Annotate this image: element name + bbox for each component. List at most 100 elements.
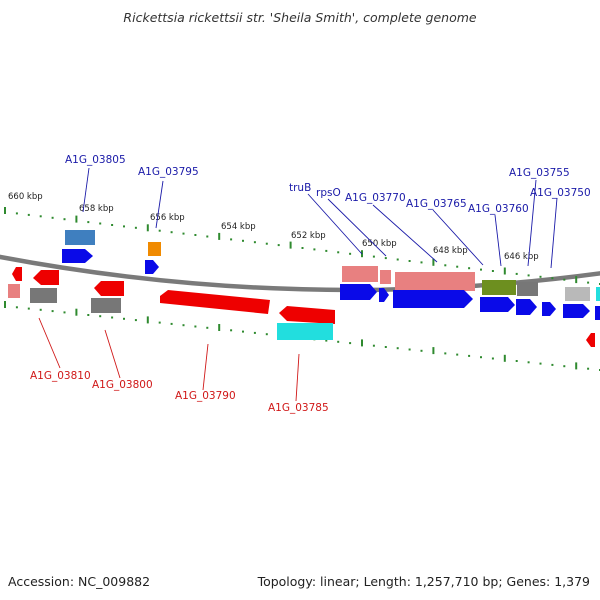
gene-forward-arrow[interactable] [393, 290, 473, 308]
gene-a1g-03750[interactable] [565, 287, 590, 301]
scale-minor-tick [265, 333, 268, 336]
gene-label[interactable]: A1G_03760 [468, 203, 529, 215]
scale-minor-tick [170, 322, 173, 325]
scale-minor-tick [170, 231, 173, 234]
scale-minor-tick [99, 222, 102, 225]
gene-label[interactable]: A1G_03750 [530, 187, 591, 199]
gene-forward-edge[interactable] [595, 306, 600, 320]
scale-major-tick [432, 347, 435, 355]
scale-minor-tick [444, 352, 447, 355]
gene-forward-arrow[interactable] [145, 260, 159, 274]
scale-major-tick [575, 362, 578, 370]
scale-minor-tick [384, 346, 387, 348]
gene-label[interactable]: A1G_03810 [30, 370, 91, 382]
scale-major-tick [503, 354, 506, 362]
gene-label[interactable]: A1G_03765 [406, 198, 467, 210]
gene-forward-arrow[interactable] [62, 249, 93, 263]
gene-a1g-03770[interactable] [395, 272, 475, 291]
scale-minor-tick [349, 342, 352, 345]
gene-forward-arrow[interactable] [516, 299, 537, 315]
scale-minor-tick [325, 249, 328, 252]
gene-a1g-03755[interactable] [517, 282, 538, 296]
scale-minor-tick [182, 324, 185, 327]
scale-minor-tick [396, 258, 399, 261]
gene-reverse-arrow[interactable] [12, 267, 22, 281]
gene-a1g-03805[interactable] [65, 230, 95, 245]
gene-forward-arrow[interactable] [563, 304, 590, 318]
scale-minor-tick [468, 354, 471, 357]
scale-minor-tick [242, 330, 244, 333]
scale-major-tick [218, 324, 221, 331]
scale-minor-tick [325, 339, 328, 342]
scale-minor-tick [253, 241, 256, 244]
scale-minor-tick [563, 278, 566, 281]
scale-minor-tick [123, 225, 125, 228]
scale-minor-tick [265, 242, 268, 245]
scale-minor-tick [527, 274, 530, 277]
scale-major-tick [4, 207, 6, 214]
gene-a1g-03800[interactable] [91, 298, 121, 313]
gene-reverse-arrow[interactable] [279, 306, 335, 324]
scale-minor-tick [337, 340, 340, 343]
scale-major-tick [75, 308, 78, 316]
scale-minor-tick [551, 277, 554, 280]
scale-minor-tick [182, 232, 185, 235]
gene-reverse-arrow[interactable] [94, 281, 124, 296]
gene-a1g-03785[interactable] [277, 323, 333, 340]
scale-minor-tick [134, 226, 137, 229]
label-leaders [38, 167, 558, 402]
scale-minor-tick [372, 255, 375, 258]
gene-rpso[interactable] [380, 270, 391, 284]
tick-label: 656 kbp [150, 213, 185, 223]
gene-forward-arrow[interactable] [379, 288, 389, 302]
gene-label[interactable]: A1G_03805 [65, 154, 126, 166]
gene-a1g-03760[interactable] [482, 280, 516, 295]
scale-minor-tick [206, 326, 209, 329]
scale-minor-tick [123, 317, 125, 320]
gene-label[interactable]: A1G_03755 [509, 167, 570, 179]
scale-minor-tick [27, 213, 30, 216]
scale-labels: 660 kbp 658 kbp 656 kbp 654 kbp 652 kbp … [8, 192, 539, 262]
gene-label[interactable]: A1G_03770 [345, 192, 406, 204]
scale-minor-tick [230, 329, 233, 332]
genome-title: Rickettsia rickettsii str. 'Sheila Smith… [123, 10, 477, 25]
scale-minor-tick [15, 212, 18, 215]
gene-reverse-arrow[interactable] [33, 270, 59, 285]
scale-minor-tick [15, 306, 18, 309]
scale-minor-tick [468, 267, 471, 270]
scale-minor-tick [111, 224, 114, 226]
forward-strand-genes [62, 230, 600, 320]
scale-minor-tick [337, 251, 340, 254]
scale-minor-tick [39, 308, 42, 311]
gene-reverse-block[interactable] [8, 284, 20, 298]
gene-forward-arrow[interactable] [542, 302, 556, 316]
gene-reverse-arrow[interactable] [586, 333, 595, 347]
gene-trub[interactable] [342, 266, 378, 282]
gene-a1g-03795[interactable] [148, 242, 161, 256]
gene-forward-arrow[interactable] [480, 297, 515, 312]
scale-major-tick [218, 232, 221, 240]
scale-minor-tick [301, 247, 304, 249]
gene-label[interactable]: A1G_03790 [175, 390, 236, 402]
scale-minor-tick [253, 331, 256, 334]
gene-label[interactable]: truB [289, 182, 311, 194]
gene-forward-arrow[interactable] [340, 284, 377, 300]
gene-a1g-03810[interactable] [30, 288, 57, 303]
scale-minor-tick [539, 362, 542, 365]
gene-label[interactable]: rpsO [316, 187, 341, 199]
gene-a1g-03790[interactable] [160, 290, 270, 314]
gene-cyan-edge[interactable] [596, 287, 600, 301]
gene-label[interactable]: A1G_03785 [268, 402, 329, 414]
scale-minor-tick [420, 349, 423, 352]
scale-minor-tick [515, 360, 518, 362]
scale-minor-tick [384, 257, 387, 260]
forward-gene-labels: A1G_03805 A1G_03795 truB rpsO A1G_03770 … [65, 154, 591, 215]
scale-minor-tick [99, 315, 102, 318]
tick-label: 650 kbp [362, 239, 397, 249]
gene-label[interactable]: A1G_03795 [138, 166, 199, 178]
scale-minor-tick [587, 367, 590, 370]
gene-label[interactable]: A1G_03800 [92, 379, 153, 391]
scale-minor-tick [420, 261, 423, 264]
